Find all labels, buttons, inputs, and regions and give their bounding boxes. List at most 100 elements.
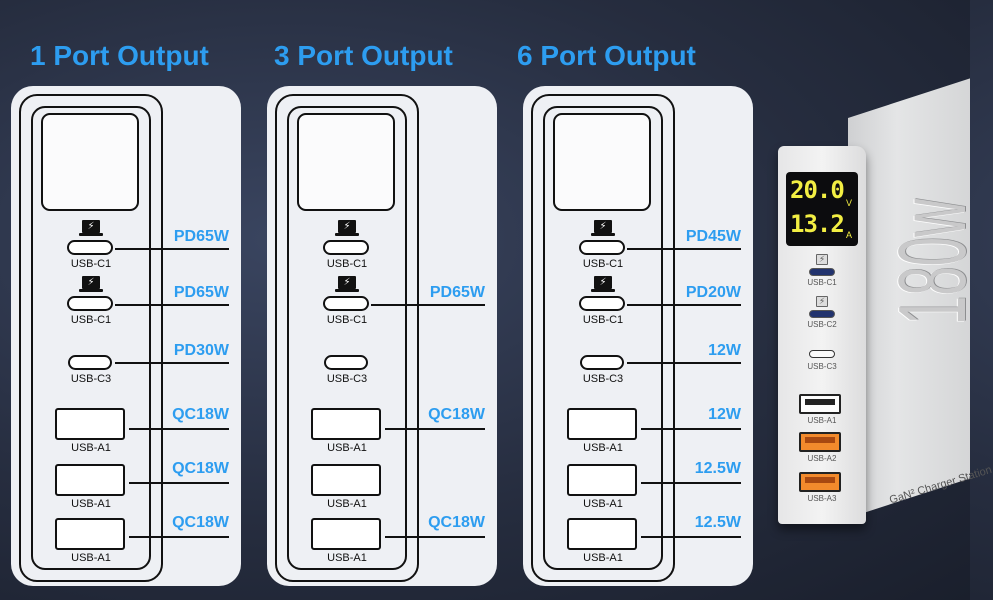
usb-c-port	[579, 296, 625, 311]
connector-line	[129, 536, 229, 538]
lcd-current: 13.2	[790, 210, 845, 238]
port-label: USB-A1	[327, 552, 367, 564]
laptop-charging-icon: ⚡	[79, 220, 103, 238]
connector-line	[641, 428, 741, 430]
usb-a-port	[311, 464, 381, 496]
output-wattage: PD30W	[173, 342, 229, 359]
usb-a-port	[55, 518, 125, 550]
usb-c-port	[67, 240, 113, 255]
device-port-label: USB-A1	[807, 416, 837, 425]
lcd-voltage: 20.0	[790, 176, 845, 204]
device-usb-a-port	[799, 432, 841, 452]
usb-a-port	[311, 518, 381, 550]
usb-a-port	[567, 408, 637, 440]
usb-c-port	[68, 355, 112, 370]
usb-c-port	[580, 355, 624, 370]
charger-outline-inner	[31, 106, 151, 570]
device-usb-c-port	[809, 310, 835, 318]
charger-outline-outer	[275, 94, 419, 582]
laptop-icon: ⚡	[816, 254, 828, 265]
charger-outline-inner	[287, 106, 407, 570]
device-port-label: USB-C3	[807, 362, 837, 371]
output-wattage: QC18W	[172, 514, 229, 531]
port-label: USB-C1	[326, 314, 368, 326]
connector-line	[371, 304, 485, 306]
usb-c-port	[579, 240, 625, 255]
laptop-charging-icon: ⚡	[335, 276, 359, 294]
port-label: USB-A1	[327, 442, 367, 454]
usb-c-port	[323, 240, 369, 255]
port-label: USB-A1	[583, 498, 623, 510]
port-label: USB-C1	[70, 314, 112, 326]
port-label: USB-C1	[582, 314, 624, 326]
device-usb-a-port	[799, 472, 841, 492]
connector-line	[115, 248, 229, 250]
connector-line	[385, 536, 485, 538]
output-wattage: PD65W	[429, 284, 485, 301]
laptop-icon: ⚡	[816, 296, 828, 307]
port-label: USB-A1	[583, 552, 623, 564]
usb-c-port	[67, 296, 113, 311]
device-port-label: USB-C2	[807, 320, 837, 329]
output-wattage: QC18W	[428, 406, 485, 423]
usb-a-port	[567, 518, 637, 550]
lcd-current-unit: A	[846, 230, 853, 240]
connector-line	[627, 304, 741, 306]
port-label: USB-A1	[327, 498, 367, 510]
connector-line	[129, 482, 229, 484]
port-label: USB-A1	[583, 442, 623, 454]
device-port-label: USB-A2	[807, 454, 837, 463]
port-label: USB-C1	[582, 258, 624, 270]
port-label: USB-C3	[582, 373, 624, 385]
output-wattage: QC18W	[172, 406, 229, 423]
port-label: USB-C1	[326, 258, 368, 270]
port-label: USB-C3	[70, 373, 112, 385]
port-label: USB-C3	[326, 373, 368, 385]
usb-a-port	[55, 464, 125, 496]
port-label: USB-A1	[71, 442, 111, 454]
output-wattage: QC18W	[428, 514, 485, 531]
connector-line	[641, 536, 741, 538]
output-wattage: 12W	[708, 406, 741, 423]
connector-line	[641, 482, 741, 484]
charger-outline-outer	[531, 94, 675, 582]
output-wattage: 12W	[708, 342, 741, 359]
connector-line	[115, 304, 229, 306]
output-wattage: PD20W	[685, 284, 741, 301]
output-wattage: 12.5W	[694, 514, 741, 531]
usb-c-port	[323, 296, 369, 311]
usb-a-port	[311, 408, 381, 440]
usb-a-port	[567, 464, 637, 496]
port-label: USB-A1	[71, 498, 111, 510]
port-label: USB-C1	[70, 258, 112, 270]
device-usb-c-port	[809, 350, 835, 358]
output-wattage: PD65W	[173, 284, 229, 301]
laptop-charging-icon: ⚡	[79, 276, 103, 294]
device-port-label: USB-C1	[807, 278, 837, 287]
panel-title: 1 Port Output	[30, 40, 209, 71]
laptop-charging-icon: ⚡	[591, 220, 615, 238]
display-outline	[41, 113, 139, 211]
output-wattage: 12.5W	[694, 460, 741, 477]
device-port-label: USB-A3	[807, 494, 837, 503]
charger-outline-outer	[19, 94, 163, 582]
panel-title: 3 Port Output	[274, 40, 453, 71]
usb-a-port	[55, 408, 125, 440]
lcd-voltage-unit: V	[846, 198, 853, 208]
laptop-charging-icon: ⚡	[591, 276, 615, 294]
connector-line	[115, 362, 229, 364]
connector-line	[627, 362, 741, 364]
connector-line	[627, 248, 741, 250]
display-outline	[297, 113, 395, 211]
output-wattage: QC18W	[172, 460, 229, 477]
display-outline	[553, 113, 651, 211]
laptop-charging-icon: ⚡	[335, 220, 359, 238]
power-rating-text: 180w	[879, 198, 986, 325]
charger-outline-inner	[543, 106, 663, 570]
output-wattage: PD65W	[173, 228, 229, 245]
connector-line	[129, 428, 229, 430]
lcd-display: 20.0 V 13.2 A	[786, 172, 858, 246]
